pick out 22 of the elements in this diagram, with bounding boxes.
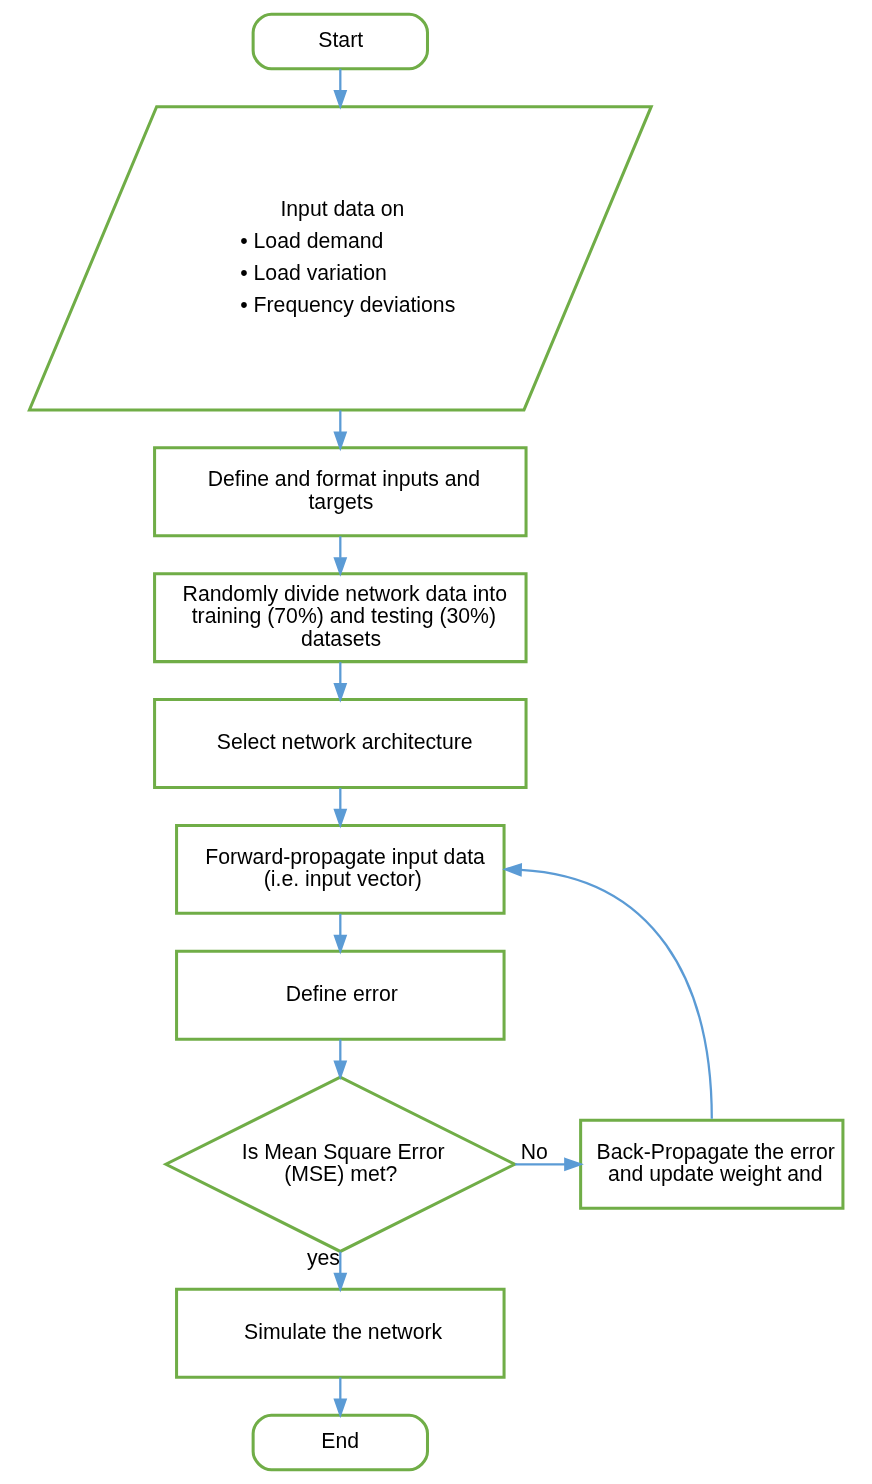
arrow	[333, 536, 348, 577]
arrow	[515, 1157, 584, 1172]
node-box: Select network architecture	[153, 698, 528, 789]
node-box: Define and format inputs and targets	[153, 446, 528, 538]
node-box: End	[251, 1413, 429, 1472]
arrow	[333, 68, 348, 110]
node-box: Define error	[175, 949, 506, 1041]
node-box: Randomly divide network data into training (70%) and testing (30%) datasets	[153, 572, 528, 664]
node-box: Start	[251, 12, 429, 71]
arrow	[333, 788, 348, 829]
arrow	[333, 410, 348, 452]
edge-label: No	[520, 1139, 548, 1163]
arrow	[502, 862, 713, 1119]
arrow	[333, 1039, 348, 1081]
arrow	[333, 1377, 348, 1419]
arrow	[333, 1251, 348, 1293]
node-box: Back-Propagate the error and update weight and	[579, 1118, 845, 1210]
node-box: Forward-propagate input data (i.e. input vector)	[175, 823, 506, 915]
node-box: Simulate the network	[175, 1287, 506, 1379]
node-diamond: Is Mean Square Error (MSE) met?	[162, 1075, 519, 1254]
arrow	[333, 913, 348, 955]
arrow	[333, 662, 348, 703]
